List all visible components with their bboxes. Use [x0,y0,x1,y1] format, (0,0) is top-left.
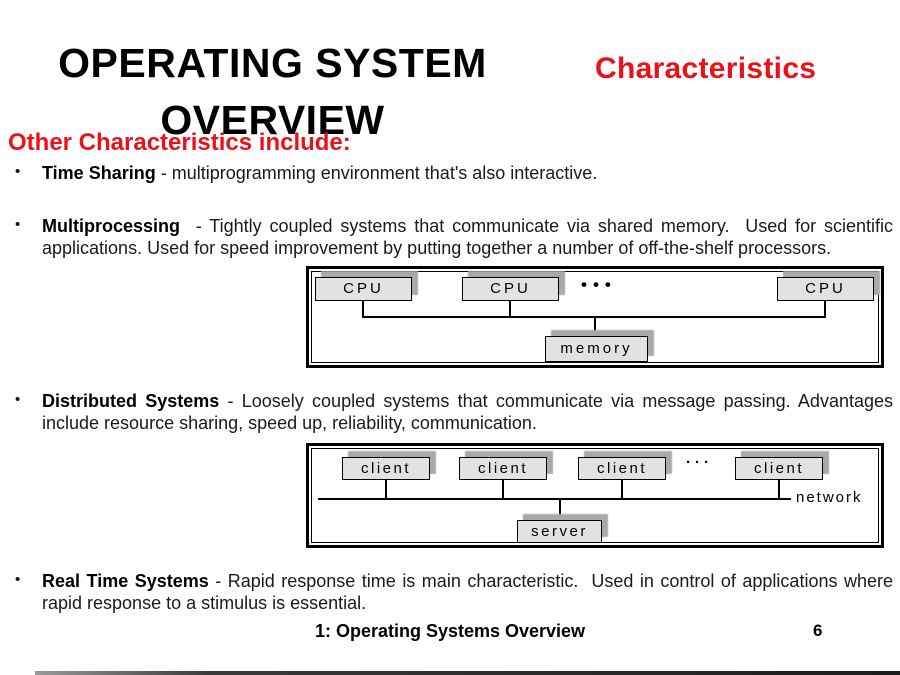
client2-network-wire [502,480,504,498]
page-title: OPERATING SYSTEM OVERVIEW [0,35,545,148]
server-network-wire [559,498,561,520]
bullet-rest: - Rapid response time is main characteri… [42,571,899,613]
client-box-1: client [342,457,430,480]
page-number: 6 [813,621,823,640]
bullet-term: Time Sharing [42,163,156,183]
bullet-marker: • [15,216,21,233]
memory-box: memory [545,336,648,362]
client4-network-wire [778,480,780,498]
bullet-real-time-systems: • Real Time Systems - Rapid response tim… [15,570,893,614]
ellipsis-dots: ··· [686,454,713,471]
bullet-marker: • [15,571,21,588]
bullet-marker: • [15,163,21,180]
memory-bus-wire [594,316,596,336]
cpu-box-2: CPU [462,277,559,301]
cpu-box-3: CPU [777,277,874,301]
client-box-2: client [459,457,547,480]
title-line-1: OPERATING SYSTEM [58,40,487,87]
client-box-3: client [578,457,666,480]
cpu-box-1: CPU [315,277,412,301]
section-heading: Other Characteristics include: [8,129,351,156]
bullet-rest: - multiprogramming environment that's al… [155,163,598,183]
client3-network-wire [621,480,623,498]
bullet-text: Distributed Systems - Loosely coupled sy… [42,390,893,434]
distributed-system-diagram: client client client ··· client server n… [306,443,884,548]
server-box: server [517,520,602,543]
characteristics-heading: Characteristics [595,52,817,85]
bullet-marker: • [15,391,21,408]
client1-network-wire [385,480,387,498]
title-line-2: OVERVIEW [160,97,385,144]
ellipsis-dots: ••• [581,275,617,294]
bullet-text: Time Sharing - multiprogramming environm… [42,162,893,184]
network-label: network [796,489,863,506]
bullet-text: Multiprocessing - Tightly coupled system… [42,215,893,259]
bullet-term: Real Time Systems [42,571,209,591]
multiprocessor-diagram: CPU CPU ••• CPU memory [306,266,884,368]
network-bus-wire [318,498,791,500]
bullet-term: Distributed Systems [42,391,220,411]
cpu2-bus-wire [509,301,511,316]
footer-caption: 1: Operating Systems Overview [314,621,586,641]
cpu3-bus-wire [824,301,826,316]
bullet-time-sharing: • Time Sharing - multiprogramming enviro… [15,162,893,184]
cpu1-bus-wire [362,301,364,316]
bullet-distributed-systems: • Distributed Systems - Loosely coupled … [15,390,893,434]
bullet-multiprocessing: • Multiprocessing - Tightly coupled syst… [15,215,893,259]
bullet-rest: - Tightly coupled systems that communica… [42,216,899,258]
client-box-4: client [735,457,823,480]
bottom-edge-bar [35,671,900,675]
bullet-rest: - Loosely coupled systems that communica… [42,391,899,433]
bullet-text: Real Time Systems - Rapid response time … [42,570,893,614]
bullet-term: Multiprocessing [42,216,181,236]
